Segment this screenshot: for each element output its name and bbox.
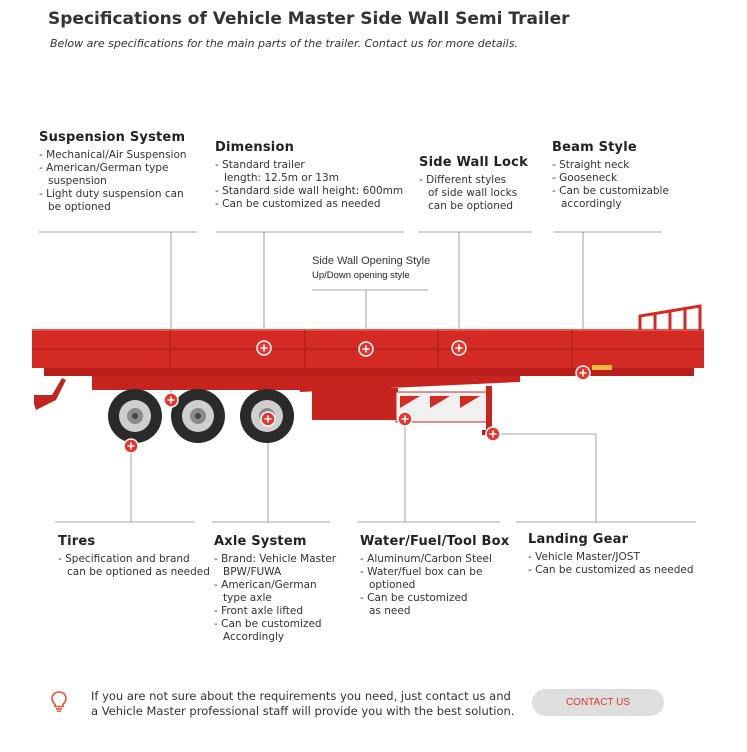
page-title: Specifications of Vehicle Master Side Wa… — [48, 9, 570, 29]
spec-list-item: Vehicle Master/JOST — [528, 551, 694, 564]
spec-beam-style-title: Beam Style — [552, 140, 637, 155]
spec-list-item: Brand: Vehicle Master BPW/FUWA — [214, 553, 336, 579]
spec-list-item: American/German type suspension — [39, 162, 187, 188]
spec-side-wall-lock-title: Side Wall Lock — [419, 155, 528, 170]
spec-side-wall-lock: Side Wall Lock Different styles of side … — [419, 155, 528, 213]
spec-list-item: Aluminum/Carbon Steel — [360, 553, 509, 566]
marker-beam — [575, 365, 591, 381]
spec-list-item: Different styles of side wall locks can … — [419, 174, 528, 213]
spec-landing-gear: Landing Gear Vehicle Master/JOSTCan be c… — [528, 532, 694, 577]
marker-axle — [260, 411, 276, 427]
spec-list-item: Can be customizable accordingly — [552, 185, 669, 211]
spec-list-item: Can be customized as needed — [528, 564, 693, 577]
spec-suspension: Suspension System Mechanical/Air Suspens… — [39, 130, 187, 214]
spec-opening-item: Up/Down opening style — [312, 270, 410, 281]
spec-tires-list: Specification and brand can be optioned … — [58, 553, 210, 579]
spec-box-list: Aluminum/Carbon SteelWater/fuel box can … — [360, 553, 509, 618]
footer-message: If you are not sure about the requiremen… — [91, 689, 515, 718]
marker-opening — [358, 341, 374, 357]
plus-markers — [123, 340, 591, 454]
spec-beam-style-list: Straight neckGooseneckCan be customizabl… — [552, 159, 669, 211]
contact-us-button[interactable]: CONTACT US — [532, 689, 664, 716]
spec-axle: Axle System Brand: Vehicle Master BPW/FU… — [214, 534, 336, 644]
spec-suspension-list: Mechanical/Air SuspensionAmerican/German… — [39, 149, 187, 214]
spec-list-item: Straight neck — [552, 159, 669, 172]
spec-dimension-list: Standard trailer length: 12.5m or 13mSta… — [215, 159, 403, 211]
spec-list-item: Gooseneck — [552, 172, 669, 185]
spec-box-title: Water/Fuel/Tool Box — [360, 534, 510, 549]
spec-list-item: Standard trailer length: 12.5m or 13m — [215, 159, 403, 185]
spec-side-wall-lock-list: Different styles of side wall locks can … — [419, 174, 528, 213]
lightbulb-icon — [51, 691, 67, 712]
spec-list-item: Standard side wall height: 600mm — [215, 185, 403, 198]
spec-tires-title: Tires — [58, 534, 96, 549]
spec-tires: Tires Specification and brand can be opt… — [58, 534, 210, 579]
spec-landing-gear-title: Landing Gear — [528, 532, 629, 547]
spec-axle-list: Brand: Vehicle Master BPW/FUWAAmerican/G… — [214, 553, 336, 644]
spec-list-item: Specification and brand can be optioned … — [58, 553, 210, 579]
spec-list-item: Front axle lifted — [214, 605, 336, 618]
spec-dimension-title: Dimension — [215, 140, 295, 155]
spec-suspension-title: Suspension System — [39, 130, 186, 145]
marker-box — [397, 411, 413, 427]
spec-list-item: American/German type axle — [214, 579, 336, 605]
spec-list-item: Water/fuel box can be optioned — [360, 566, 509, 592]
marker-dimension — [256, 340, 272, 356]
spec-dimension: Dimension Standard trailer length: 12.5m… — [215, 140, 403, 211]
marker-side-wall-lock — [451, 340, 467, 356]
spec-list-item: Can be customized as need — [360, 592, 509, 618]
spec-list-item: Mechanical/Air Suspension — [39, 149, 186, 162]
spec-box: Water/Fuel/Tool Box Aluminum/Carbon Stee… — [360, 534, 509, 618]
page-subtitle: Below are specifications for the main pa… — [50, 37, 518, 50]
spec-landing-gear-list: Vehicle Master/JOSTCan be customized as … — [528, 551, 694, 577]
marker-suspension — [163, 392, 179, 408]
spec-list-item: Can be customized Accordingly — [214, 618, 336, 644]
spec-opening-title: Side Wall Opening Style — [312, 255, 431, 267]
spec-list-item: Light duty suspension can be optioned — [39, 188, 187, 214]
marker-landing-gear — [485, 426, 501, 442]
marker-tires — [123, 438, 139, 454]
spec-beam-style: Beam Style Straight neckGooseneckCan be … — [552, 140, 669, 211]
spec-list-item: Can be customized as needed — [215, 198, 403, 211]
spec-axle-title: Axle System — [214, 534, 307, 549]
